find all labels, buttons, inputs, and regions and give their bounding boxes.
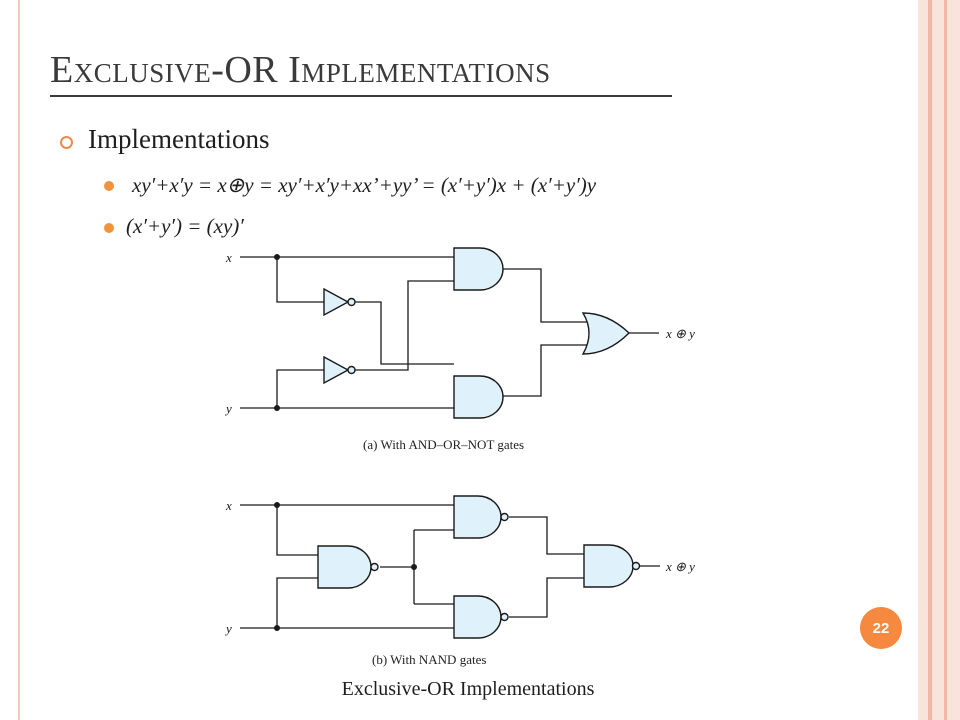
- diagram-a-input-y: y: [224, 401, 232, 416]
- inversion-bubble: [370, 562, 379, 572]
- and-gate-top: [453, 247, 504, 291]
- diagram-b-junctions: [274, 502, 417, 631]
- slide-title: Exclusive-OR Implementations: [50, 49, 551, 91]
- diagram-a-caption: (a) With AND–OR–NOT gates: [363, 437, 525, 452]
- inversion-bubble: [500, 612, 509, 622]
- nand-gate-output: [583, 544, 634, 588]
- diagram-b-gates: [317, 495, 641, 639]
- left-decorative-rule: [18, 0, 20, 720]
- diagram-b-caption: (b) With NAND gates: [372, 652, 487, 667]
- diagram-a-input-x: x: [225, 250, 232, 265]
- not-gate-x: [323, 287, 350, 317]
- inversion-bubble: [347, 297, 356, 307]
- equation-xor-expansion: xy′+x′y = x⊕y = xy′+x′y+xx’+yy’ = (x′+y′…: [132, 173, 597, 197]
- diagram-a-gates: [323, 247, 631, 419]
- not-gate-y: [323, 355, 350, 385]
- inversion-bubble: [347, 365, 356, 375]
- title-underline: [50, 95, 672, 97]
- diagram-b-input-y: y: [224, 621, 232, 636]
- bullet-ring-icon: [60, 136, 73, 149]
- bullet-dot-icon: [104, 223, 114, 233]
- and-gate-bottom: [453, 375, 504, 419]
- diagram-a-output: x ⊕ y: [665, 326, 695, 341]
- right-band-stripe: [944, 0, 947, 720]
- inversion-bubble: [500, 512, 509, 522]
- nand-gate-bottom: [453, 595, 502, 639]
- right-decorative-band: [918, 0, 960, 720]
- equation-demorgan: (x′+y′) = (xy)′: [126, 214, 244, 238]
- diagram-b-input-x: x: [225, 498, 232, 513]
- nand-gate-input: [317, 545, 372, 589]
- inversion-bubble: [631, 561, 641, 571]
- or-gate: [581, 312, 631, 355]
- right-band-stripe: [928, 0, 932, 720]
- diagram-a-junctions: [274, 254, 280, 411]
- nand-gate-top: [453, 495, 502, 539]
- bullet-dot-icon: [104, 181, 114, 191]
- diagram-b-output: x ⊕ y: [665, 559, 695, 574]
- bullet-implementations: Implementations: [88, 124, 270, 154]
- footer-caption: Exclusive-OR Implementations: [341, 678, 595, 700]
- page-number-badge: 22: [860, 607, 902, 649]
